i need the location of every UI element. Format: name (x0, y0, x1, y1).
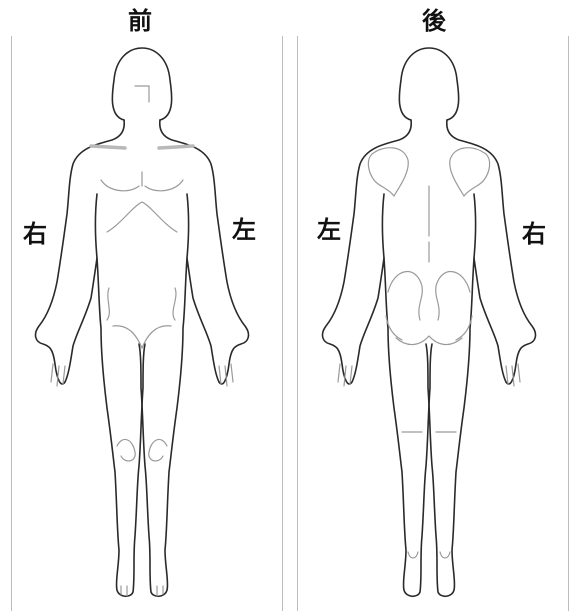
back-body-figure (304, 36, 564, 611)
back-head (399, 48, 458, 120)
front-torso-outline (36, 120, 145, 596)
back-torso-outline (323, 120, 432, 596)
front-head (112, 48, 171, 120)
front-title: 前 (110, 6, 170, 36)
back-title: 後 (404, 6, 464, 36)
front-body-figure (17, 36, 277, 611)
